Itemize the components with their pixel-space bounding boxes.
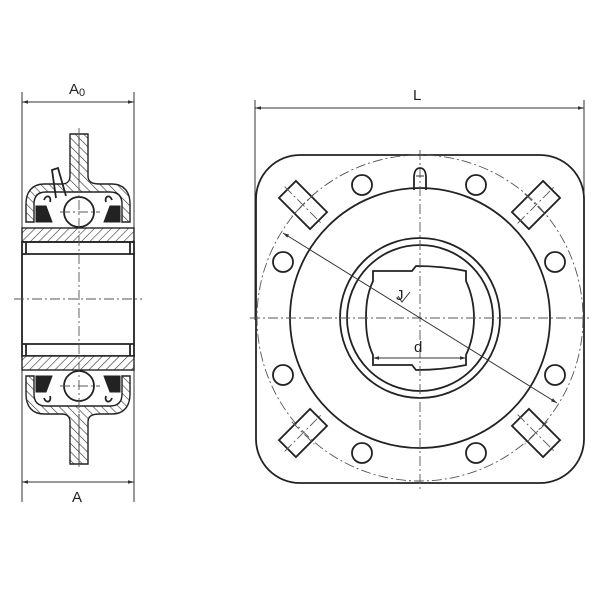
mounting-holes xyxy=(272,174,566,464)
a-label: A xyxy=(72,489,82,506)
grease-fitting xyxy=(413,167,427,190)
bolt-slots xyxy=(277,179,562,459)
j-label: J xyxy=(396,287,404,304)
j-dimension-line xyxy=(282,232,558,404)
side-view: A0 A xyxy=(14,81,142,506)
front-view: L d J xyxy=(250,87,590,490)
a0-label: A0 xyxy=(69,81,85,99)
j-label-mark xyxy=(397,291,411,303)
l-label: L xyxy=(413,87,421,104)
d-label: d xyxy=(414,339,422,356)
